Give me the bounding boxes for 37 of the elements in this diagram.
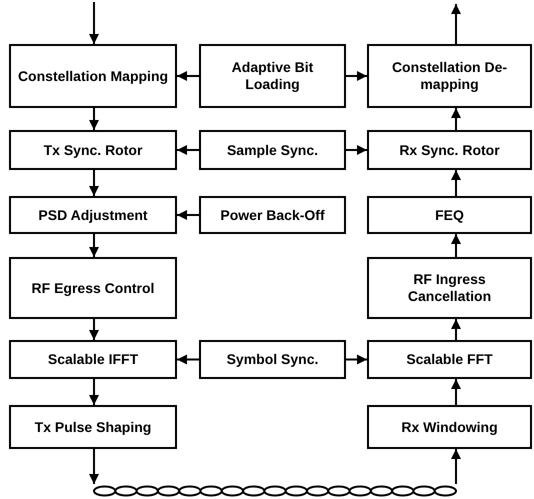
process-box: FEQ xyxy=(367,196,532,234)
process-box: Constellation Mapping xyxy=(9,44,177,108)
process-box: Constellation De-mapping xyxy=(367,44,532,108)
process-box: Tx Pulse Shaping xyxy=(9,405,177,449)
process-box: RF Ingress Cancellation xyxy=(367,257,532,319)
arrow xyxy=(89,234,99,257)
process-box: Symbol Sync. xyxy=(199,340,346,379)
process-box: PSD Adjustment xyxy=(9,196,177,234)
arrow xyxy=(451,449,461,484)
arrow xyxy=(89,319,99,340)
arrow xyxy=(346,71,367,81)
arrow xyxy=(89,379,99,405)
arrow xyxy=(451,234,461,257)
arrow xyxy=(346,354,367,364)
arrow xyxy=(451,4,461,44)
arrow xyxy=(89,449,99,484)
process-box: Rx Windowing xyxy=(367,405,532,449)
process-box: RF Egress Control xyxy=(9,257,177,319)
arrow xyxy=(346,145,367,155)
arrow xyxy=(89,108,99,130)
arrow xyxy=(451,319,461,340)
arrow xyxy=(451,170,461,196)
arrow xyxy=(451,379,461,405)
arrow xyxy=(451,108,461,130)
arrow xyxy=(177,210,199,220)
process-box: Rx Sync. Rotor xyxy=(367,130,532,170)
process-box: Scalable IFFT xyxy=(9,340,177,379)
arrow xyxy=(177,145,199,155)
process-box: Adaptive Bit Loading xyxy=(199,44,346,108)
process-box: Scalable FFT xyxy=(367,340,532,379)
process-box: Sample Sync. xyxy=(199,130,346,170)
arrow xyxy=(177,71,199,81)
arrow xyxy=(177,354,199,364)
arrow xyxy=(89,2,99,44)
process-box: Tx Sync. Rotor xyxy=(9,130,177,170)
arrow xyxy=(89,170,99,196)
process-box: Power Back-Off xyxy=(199,196,346,234)
